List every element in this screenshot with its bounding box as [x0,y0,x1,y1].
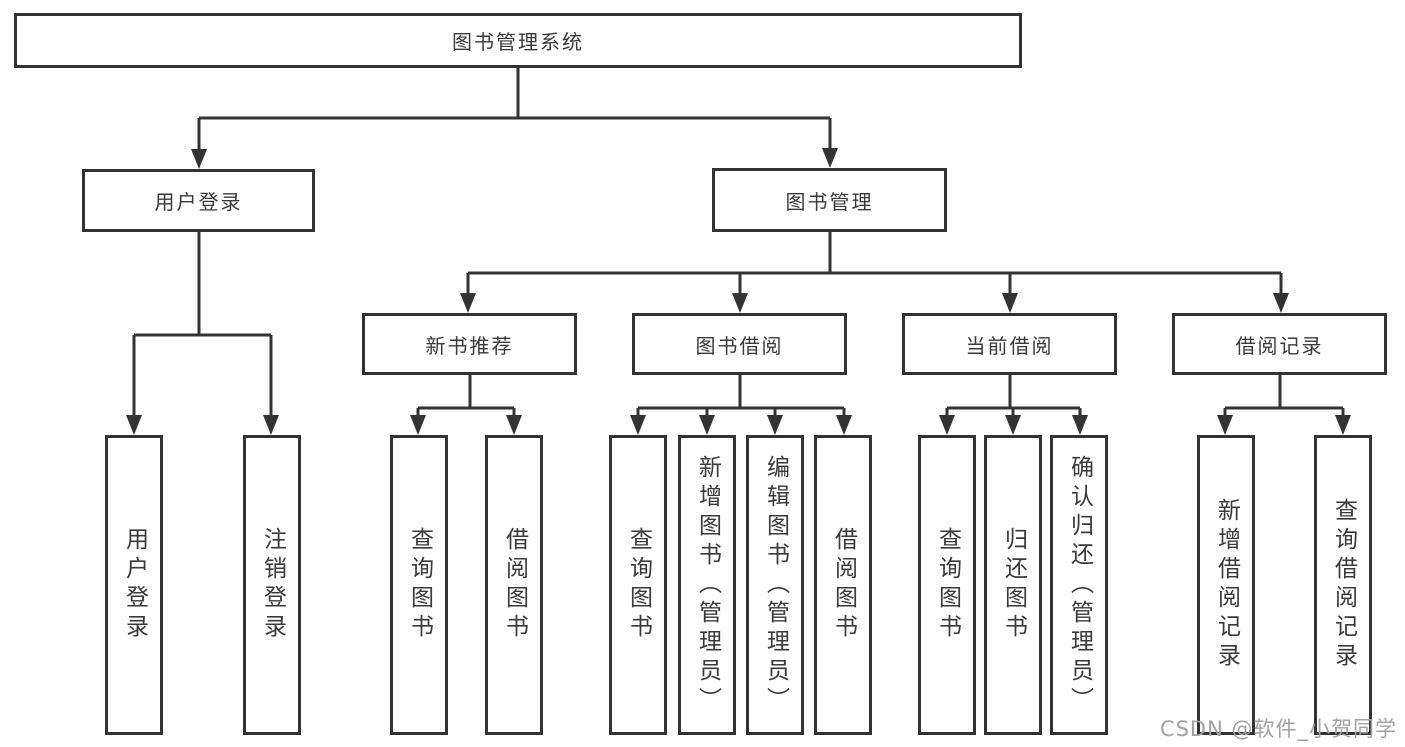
leaf-add-books-admin: 新增图书（管理员） [678,435,736,735]
node-new-book-recommend: 新书推荐 [362,313,577,375]
leaf-add-borrow-record: 新增借阅记录 [1197,435,1255,735]
leaf-query-books-current: 查询图书 [918,435,976,735]
leaf-return-books: 归还图书 [984,435,1042,735]
leaf-borrow-books-recommend-label: 借阅图书 [501,527,528,643]
leaf-borrow-books-label: 借阅图书 [830,527,857,643]
leaf-confirm-return-admin: 确认归还（管理员） [1050,435,1108,735]
leaf-borrow-books-recommend: 借阅图书 [485,435,543,735]
edge-borrow-record-group [1223,375,1345,418]
leaf-query-books-current-label: 查询图书 [934,527,961,643]
leaf-query-books-recommend-label: 查询图书 [406,527,433,643]
edge-user-login-group [132,232,273,418]
leaf-confirm-return-admin-label: 确认归还（管理员） [1066,454,1093,716]
edge-book-borrow-group [636,375,846,418]
leaf-query-books-borrow: 查询图书 [609,435,667,735]
leaf-query-borrow-record-label: 查询借阅记录 [1330,498,1357,672]
leaf-borrow-books: 借阅图书 [814,435,872,735]
node-current-borrow-label: 当前借阅 [965,333,1054,358]
node-root-system: 图书管理系统 [14,13,1022,68]
leaf-query-books-recommend: 查询图书 [390,435,448,735]
node-user-login: 用户登录 [82,169,315,232]
leaf-user-login-label: 用户登录 [121,527,148,643]
node-current-borrow: 当前借阅 [902,313,1117,375]
node-borrow-record-label: 借阅记录 [1235,333,1324,358]
leaf-query-borrow-record: 查询借阅记录 [1314,435,1372,735]
leaf-edit-books-admin: 编辑图书（管理员） [746,435,804,735]
edge-root-to-level2 [197,68,832,152]
leaf-return-books-label: 归还图书 [1000,527,1027,643]
node-book-management-label: 图书管理 [785,189,874,214]
leaf-query-books-borrow-label: 查询图书 [625,527,652,643]
leaf-edit-books-admin-label: 编辑图书（管理员） [762,454,789,716]
node-book-borrow: 图书借阅 [632,313,847,375]
node-book-borrow-label: 图书借阅 [695,333,784,358]
leaf-logout-label: 注销登录 [259,527,286,643]
edge-new-book-group [416,375,516,418]
node-borrow-record: 借阅记录 [1172,313,1387,375]
edge-current-borrow-group [945,375,1082,418]
leaf-add-borrow-record-label: 新增借阅记录 [1213,498,1240,672]
node-new-book-recommend-label: 新书推荐 [425,333,514,358]
node-root-system-label: 图书管理系统 [452,30,584,54]
leaf-add-books-admin-label: 新增图书（管理员） [694,454,721,716]
csdn-watermark: CSDN @软件_小贺同学 [1159,717,1397,741]
leaf-logout: 注销登录 [243,435,301,735]
leaf-user-login: 用户登录 [105,435,163,735]
edge-book-mgmt-to-level3 [466,232,1283,296]
node-user-login-label: 用户登录 [154,190,243,214]
node-book-management: 图书管理 [712,168,947,232]
